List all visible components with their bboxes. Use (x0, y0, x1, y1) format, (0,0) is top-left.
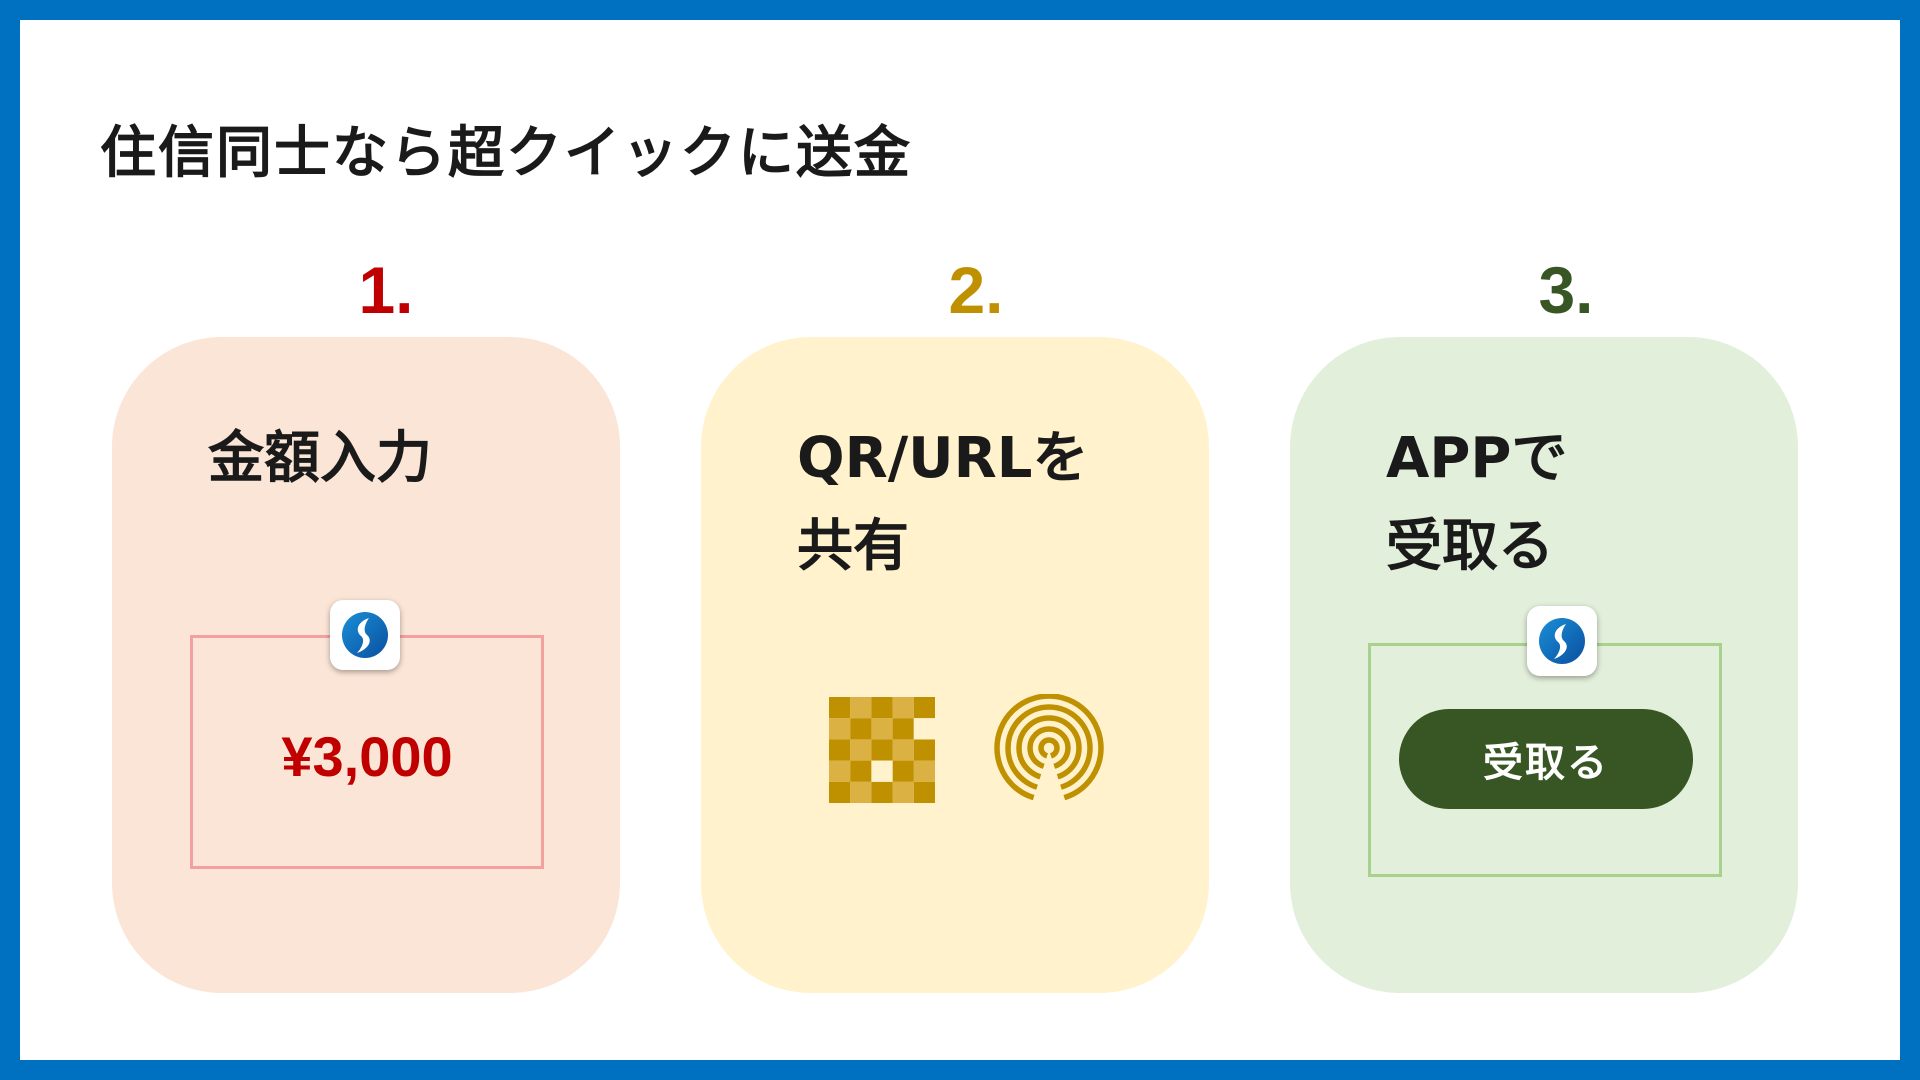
step-card-3: APPで 受取る 受取る (1290, 337, 1798, 993)
step-card-1-title: 金額入力 (208, 426, 432, 491)
amount-input-box[interactable]: ¥3,000 (190, 635, 544, 869)
sbi-app-icon (1527, 606, 1597, 676)
step-card-3-title: APPで 受取る (1386, 426, 1568, 579)
step-card-2-title: QR/URLを 共有 (797, 426, 1089, 579)
amount-value: ¥3,000 (281, 725, 453, 788)
step-number-1: 1. (358, 253, 414, 327)
sbi-app-icon (330, 600, 400, 670)
receive-app-box: 受取る (1368, 643, 1722, 877)
page-title: 住信同士なら超クイックに送金 (100, 121, 912, 186)
step-card-2: QR/URLを 共有 (701, 337, 1209, 993)
receive-button[interactable]: 受取る (1399, 709, 1693, 809)
step-number-2: 2. (948, 253, 1004, 327)
step-number-3: 3. (1538, 253, 1594, 327)
step-card-1: 金額入力 ¥3,000 (112, 337, 620, 993)
qr-code-icon (829, 697, 935, 803)
airdrop-icon (994, 694, 1104, 803)
